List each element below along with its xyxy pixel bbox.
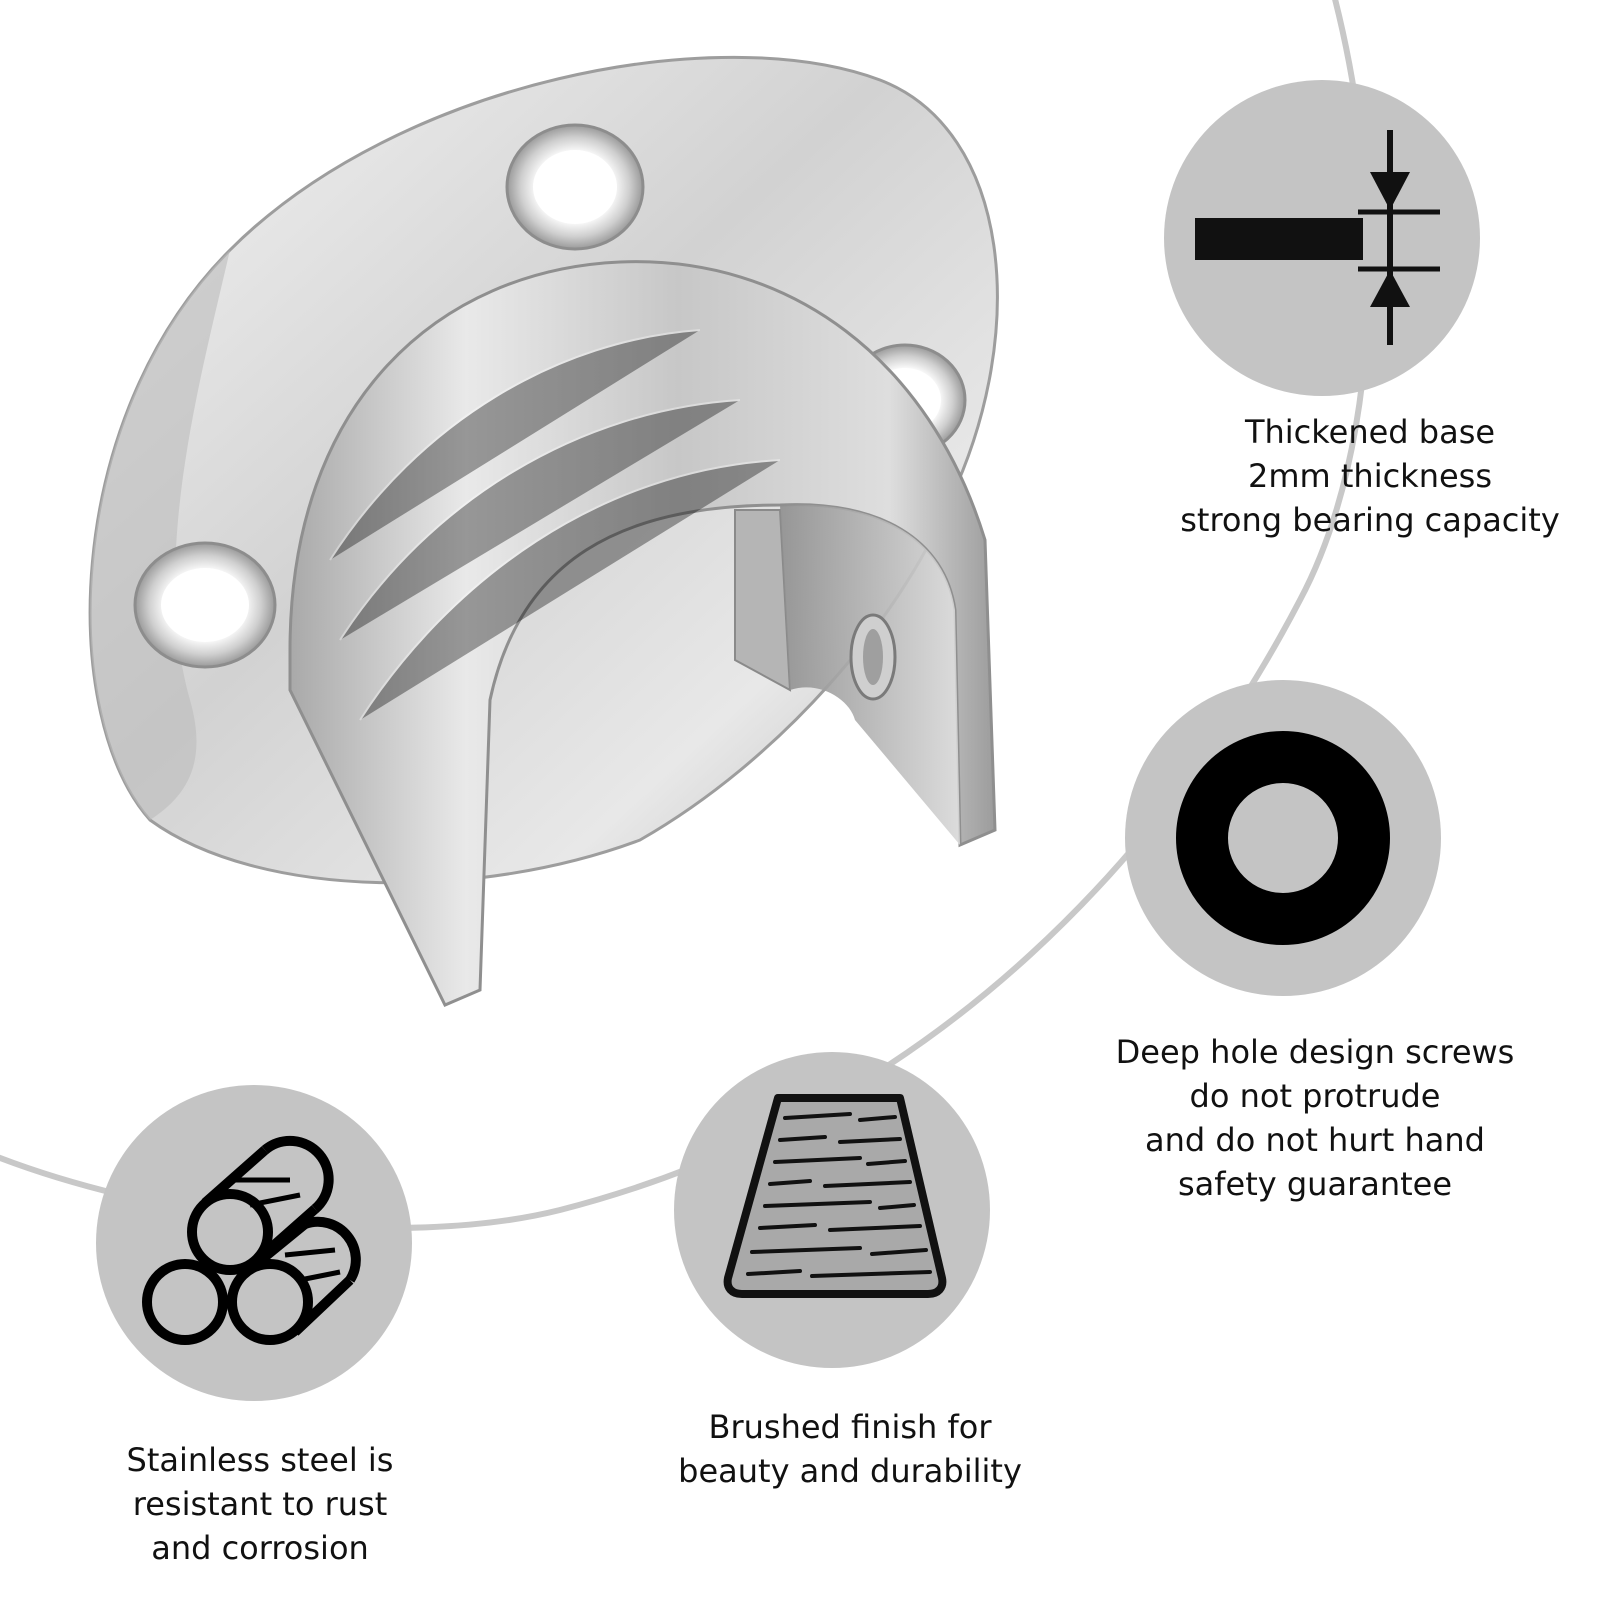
- caption-line: beauty and durability: [678, 1452, 1022, 1490]
- caption-line: Deep hole design screws: [1115, 1033, 1515, 1071]
- bracket-product-image: [88, 55, 999, 1007]
- caption-line: and do not hurt hand: [1145, 1121, 1485, 1159]
- stainless-feature: [96, 1085, 412, 1401]
- caption-line: safety guarantee: [1177, 1165, 1453, 1203]
- caption-line: strong bearing capacity: [1180, 501, 1560, 539]
- caption-line: 2mm thickness: [1247, 457, 1493, 495]
- deep-hole-icon: [1176, 731, 1390, 945]
- steel-rods-icon: [142, 1135, 361, 1345]
- thickness-caption: Thickened base 2mm thickness strong bear…: [1150, 410, 1590, 542]
- brushed-caption: Brushed finish for beauty and durability: [650, 1405, 1050, 1493]
- deep-hole-feature: [1125, 680, 1441, 996]
- screw-hole: [133, 541, 277, 669]
- caption-line: Thickened base: [1244, 413, 1496, 451]
- caption-line: do not protrude: [1189, 1077, 1441, 1115]
- stainless-caption: Stainless steel is resistant to rust and…: [90, 1438, 430, 1570]
- thickness-icon: [1195, 130, 1440, 345]
- caption-line: resistant to rust: [132, 1485, 388, 1523]
- caption-line: Brushed finish for: [708, 1408, 992, 1446]
- screw-hole: [505, 123, 645, 251]
- deep-hole-caption: Deep hole design screws do not protrude …: [1085, 1030, 1545, 1206]
- brushed-texture-icon: [723, 1094, 947, 1298]
- thickness-feature: [1164, 80, 1480, 396]
- caption-line: Stainless steel is: [126, 1441, 394, 1479]
- brushed-feature: [674, 1052, 990, 1368]
- caption-line: and corrosion: [151, 1529, 369, 1567]
